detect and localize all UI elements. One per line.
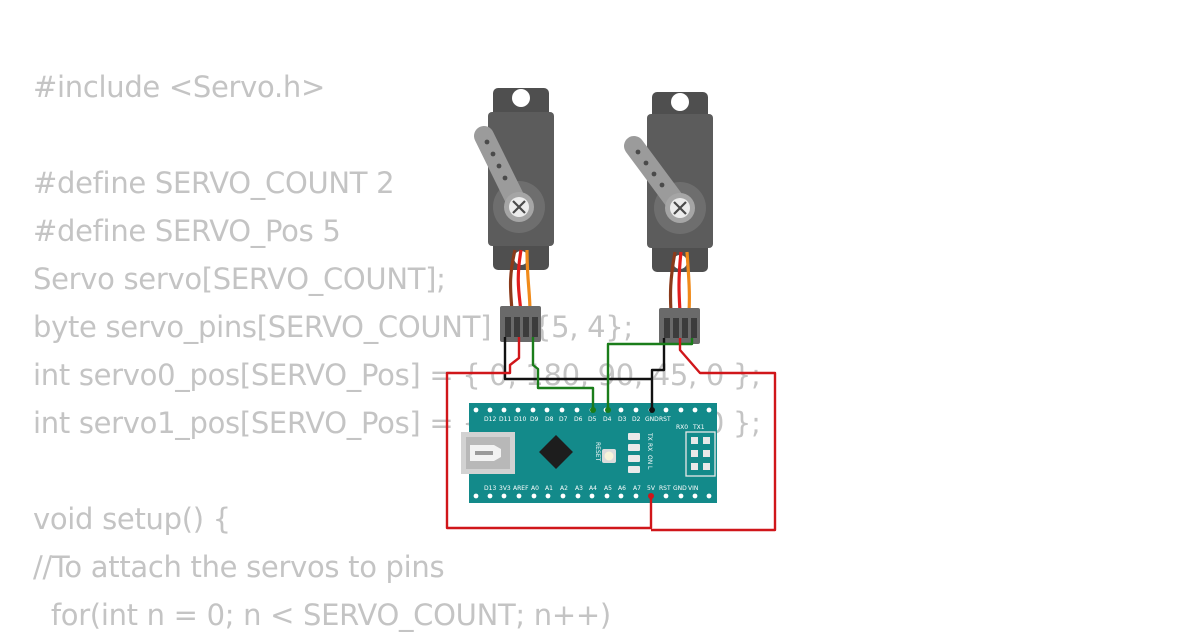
servo-motor-1[interactable] [474,88,554,342]
pin-label: D8 [545,416,554,423]
pin-label: GND [645,416,659,423]
pin-label: A6 [618,485,626,492]
signal-wire-d4 [606,338,694,410]
reset-label: RESET [594,442,601,462]
pin-label: D12 [484,416,496,423]
pin-label: D10 [514,416,526,423]
status-leds [628,433,640,473]
pin-label: RST [659,416,671,423]
pin-label: A1 [545,485,553,492]
pin-label: D4 [603,416,612,423]
pin-label: D9 [530,416,539,423]
reset-button[interactable] [602,449,616,463]
pin-label: 3V3 [499,485,511,492]
wires [445,337,777,532]
led-label: ON [646,455,653,464]
servo-horn [624,136,695,223]
pin-label: A0 [531,485,539,492]
pin-label: RST [659,485,671,492]
bottom-pin-header [473,493,712,499]
servo-connector [500,306,541,342]
arduino-nano-board[interactable]: D12 D11 D10 D9 D8 D7 D6 D5 D4 D3 D2 GND … [461,403,717,503]
pin-label: D5 [588,416,597,423]
pin-label: VIN [688,485,698,492]
icsp-header [685,431,716,477]
bottom-pin-labels: D13 3V3 AREF A0 A1 A2 A3 A4 A5 A6 A7 5V … [484,485,698,492]
pin-label: D6 [574,416,583,423]
pin-label: GND [673,485,687,492]
code-line: int servo0_pos[SERVO_Pos] = { 0, 180, 90… [33,358,761,392]
pin-label: D3 [618,416,627,423]
code-line: #include <Servo.h> [33,70,325,104]
code-line: #define SERVO_COUNT 2 [33,166,395,200]
code-line: byte servo_pins[SERVO_COUNT] = {5, 4}; [33,310,633,344]
mount-hole [512,89,530,107]
pin-label: A3 [575,485,583,492]
microcontroller-chip [539,435,573,469]
pin-label: D7 [559,416,568,423]
mount-hole [671,93,689,111]
pin-label: D11 [499,416,511,423]
pin-label: A4 [589,485,597,492]
servo-connector [659,308,700,344]
led-label: RX [646,443,653,451]
code-line: void setup() { [33,502,231,536]
servo-cable [668,251,691,313]
ground-wire-servo-2 [650,338,666,410]
led-label: L [646,466,653,470]
pin-label: 5V [647,485,656,492]
usb-port [461,432,515,474]
pin-label: A2 [560,485,568,492]
signal-wire-d5 [531,337,595,410]
led-label: TX [646,432,653,441]
ground-wire-servo-1 [503,337,652,381]
power-wire-servo-2 [651,338,777,532]
pin-label: D2 [632,416,641,423]
servo-motor-2[interactable] [624,92,713,344]
servo-cable [508,249,532,313]
code-line: #define SERVO_Pos 5 [33,214,341,248]
code-line: for(int n = 0; n < SERVO_COUNT; n++) [33,598,611,632]
pin-label: A5 [604,485,612,492]
code-line: //To attach the servos to pins [33,550,445,584]
servo-horn [474,126,534,222]
pin-label: AREF [513,485,529,492]
pin-label: TX1 [692,424,705,431]
top-pin-labels: D12 D11 D10 D9 D8 D7 D6 D5 D4 D3 D2 GND … [484,416,705,431]
pin-label: A7 [633,485,641,492]
pin-label: RX0 [676,424,688,431]
pin-label: D13 [484,485,496,492]
power-wire-servo-1 [445,337,653,530]
code-line: Servo servo[SERVO_COUNT]; [33,262,446,296]
